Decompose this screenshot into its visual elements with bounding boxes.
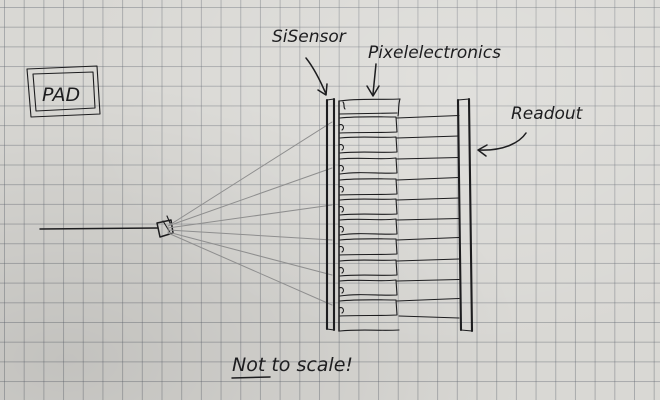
- pixel-cell: [339, 259, 398, 277]
- bump-bond: [338, 206, 344, 213]
- bump-bond: [338, 186, 344, 193]
- bump-bond: [338, 267, 344, 274]
- pixel-cell: [339, 136, 398, 154]
- readout-connection: [396, 156, 460, 160]
- readout-connection: [396, 135, 460, 139]
- pixel-column-bottom: [339, 329, 400, 332]
- si-sensor-label: SiSensor: [272, 27, 347, 47]
- particle-tracks: [167, 121, 333, 306]
- pixel-cell: [339, 198, 398, 216]
- particle-track: [167, 167, 333, 227]
- pixel-cell: [339, 157, 398, 175]
- not-underline: [231, 376, 271, 379]
- readout-connection: [398, 315, 460, 319]
- readout-connection: [396, 114, 460, 119]
- pad-label: PAD: [42, 84, 80, 106]
- bump-bond: [338, 307, 344, 314]
- pixel-cell: [339, 299, 398, 317]
- pad-label-box: PAD: [26, 65, 101, 118]
- particle-track: [167, 204, 333, 229]
- readout-connection: [396, 176, 460, 181]
- readout-connection: [396, 197, 460, 201]
- readout-connection: [396, 258, 460, 262]
- pixel-cell: [339, 116, 398, 134]
- bump-bond: [338, 165, 344, 172]
- particle-track: [167, 231, 333, 276]
- pixel-electronics-arrow: [366, 63, 380, 97]
- si-sensor: [325, 97, 336, 332]
- beam-line: [39, 227, 159, 230]
- particle-track: [167, 229, 333, 241]
- readout-connection: [396, 217, 460, 221]
- readout-board: [456, 97, 474, 333]
- not-to-scale-note: Not to scale!: [232, 354, 353, 376]
- particle-track: [167, 121, 333, 227]
- pixel-cell: [339, 238, 398, 256]
- readout-arrow: [477, 132, 527, 157]
- bump-bond: [338, 144, 344, 151]
- bump-bond: [338, 226, 344, 233]
- bump-bond: [338, 124, 344, 131]
- readout-label: Readout: [511, 104, 584, 124]
- pixel-electronics-column: [338, 98, 401, 332]
- si-sensor-arrow: [305, 57, 328, 96]
- pixel-rows: [338, 114, 460, 332]
- pixel-cell: [339, 178, 398, 196]
- pixel-cell: [339, 279, 398, 297]
- pixel-electronics-label: Pixelelectronics: [368, 43, 501, 63]
- bump-bond: [338, 287, 344, 294]
- readout-connection: [396, 278, 460, 282]
- particle-track: [167, 232, 333, 306]
- readout-connection: [396, 236, 460, 241]
- readout-connection: [396, 297, 460, 302]
- pixel-cell: [339, 218, 398, 236]
- bump-bond: [338, 246, 344, 253]
